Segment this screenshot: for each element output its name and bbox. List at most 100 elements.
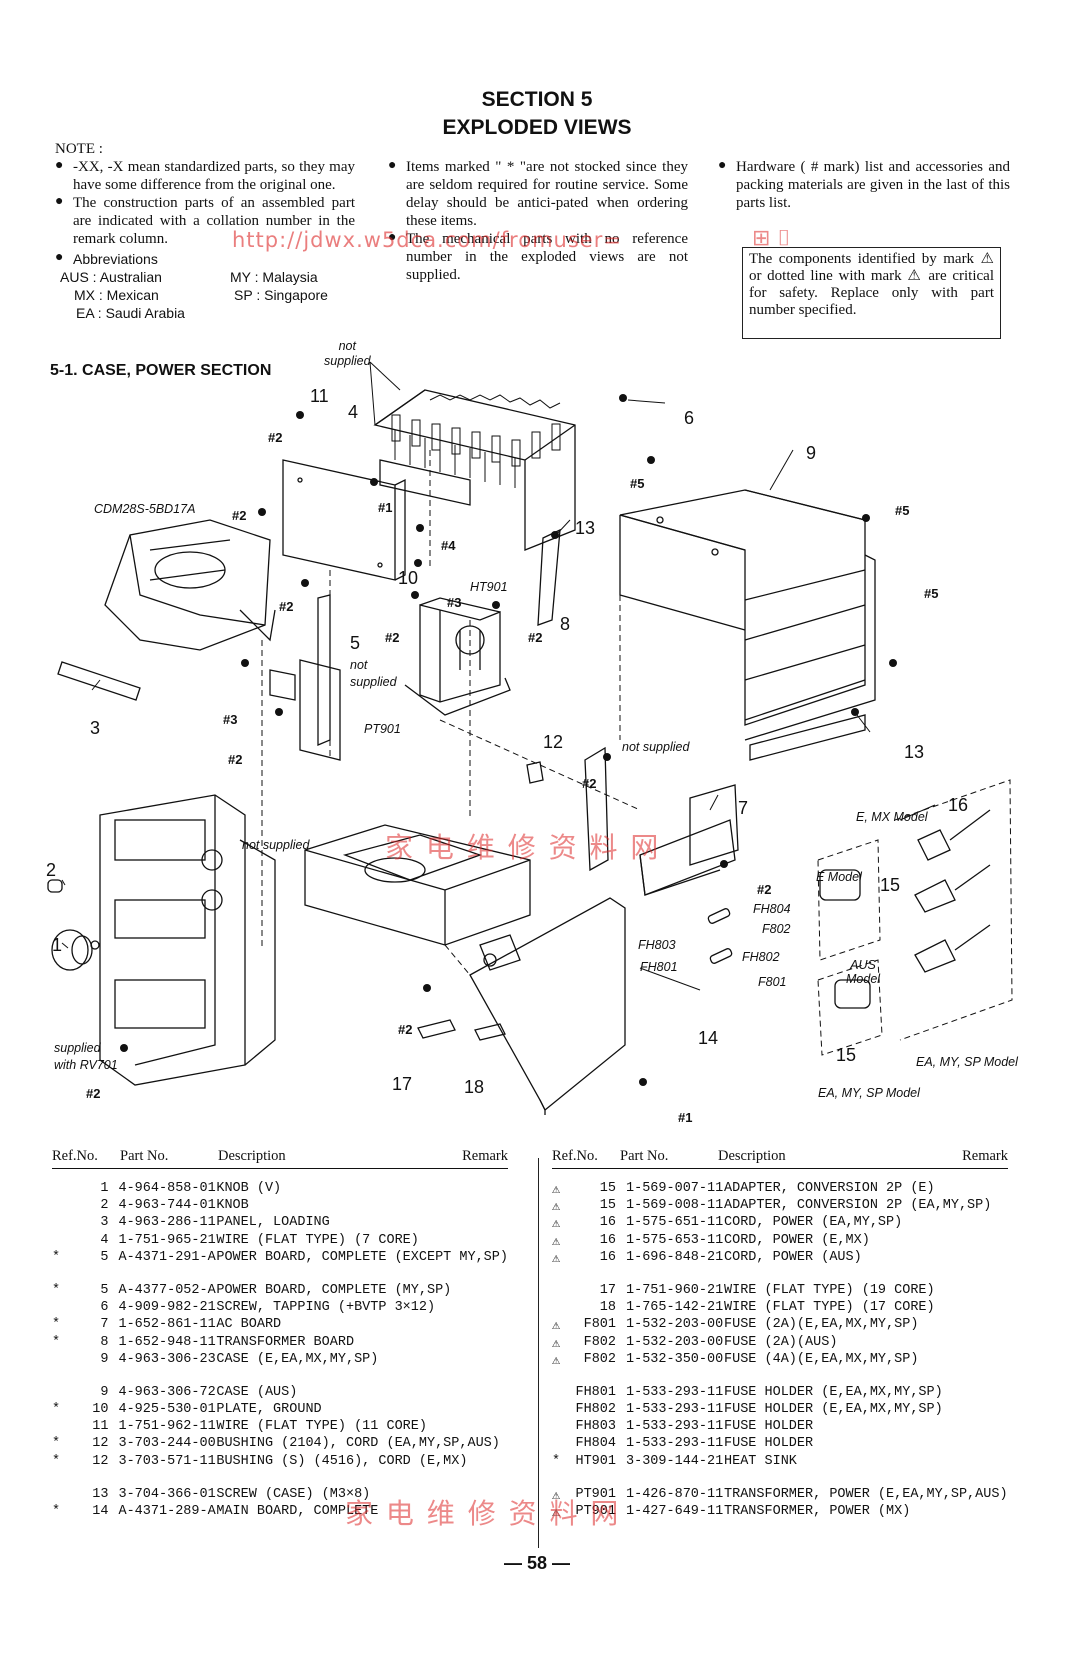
label-e-model: E Model	[816, 870, 862, 884]
row-mark	[52, 1352, 68, 1369]
row-part-number: 1-569-008-11	[626, 1198, 724, 1214]
knob-drawing	[51, 929, 100, 971]
url-watermark-glyphs: ⊞ ⌷	[752, 226, 791, 251]
row-mark	[52, 1198, 68, 1215]
gap-cell	[52, 1267, 508, 1283]
row-description: BUSHING (S) (4516), CORD (E,MX)	[216, 1453, 468, 1469]
callout-10: 10	[398, 568, 419, 588]
row-mark: ⚠	[552, 1200, 561, 1216]
screw-label-1: #1	[678, 1110, 693, 1125]
gap-cell	[52, 1369, 508, 1385]
row-part-number: 4-909-982-21	[118, 1300, 216, 1316]
row-description: FUSE (4A)(E,EA,MX,MY,SP)	[724, 1351, 919, 1367]
row-description: FUSE HOLDER (E,EA,MX,MY,SP)	[724, 1402, 943, 1418]
callout-13: 13	[575, 518, 596, 538]
row-mark	[552, 1402, 570, 1419]
row-part-number: 1-696-848-21	[626, 1249, 724, 1265]
label-e-mx-model: E, MX Model	[856, 810, 928, 824]
screw-label-5: #5	[924, 586, 939, 601]
table-gap	[52, 1369, 508, 1385]
row-mark	[52, 1419, 68, 1436]
note-item: ● -XX, -X mean standardized parts, so th…	[55, 158, 355, 194]
callout-9: 9	[806, 443, 817, 463]
screw-label-2: #2	[757, 882, 772, 897]
label-ea-my-sp-model-b: EA, MY, SP Model	[818, 1086, 920, 1100]
bullet-icon: ●	[718, 158, 727, 173]
screw-label-2: #2	[582, 776, 597, 791]
row-ref: FH803	[575, 1419, 616, 1435]
note-hardware: Hardware ( # mark) list and accessories …	[736, 159, 1010, 211]
label-ht901: HT901	[470, 580, 508, 594]
row-description: WIRE (FLAT TYPE) (17 CORE)	[724, 1300, 935, 1316]
row-mark	[52, 1233, 68, 1250]
note-item: ● Items marked " * "are not stocked sinc…	[388, 158, 688, 230]
row-part-number: 1-532-350-00	[626, 1351, 724, 1367]
row-part-number: 3-703-571-11	[118, 1453, 216, 1469]
row-ref: 16	[599, 1215, 616, 1231]
column-divider	[538, 1158, 539, 1548]
section-number: SECTION 5	[481, 88, 593, 111]
table-gap	[552, 1267, 1008, 1283]
row-mark: *	[52, 1436, 61, 1452]
row-description: FUSE HOLDER	[724, 1436, 814, 1452]
page-number: — 58 —	[503, 1553, 571, 1573]
gap-cell	[52, 1471, 508, 1487]
adapter-e-drawing	[819, 869, 861, 901]
row-mark: ⚠	[552, 1353, 561, 1369]
row-part-number: 4-963-744-01	[118, 1198, 216, 1214]
row-description: WIRE (FLAT TYPE) (19 CORE)	[724, 1282, 935, 1298]
row-ref: 7	[100, 1317, 109, 1333]
label-f802-a: F802	[762, 922, 791, 936]
row-ref: F801	[583, 1317, 616, 1333]
table-header: Ref.No. Part No. Description Remark	[52, 1148, 508, 1169]
row-part-number: 1-533-293-11	[626, 1436, 724, 1452]
chassis-drawing	[304, 824, 531, 946]
power-board-drawing	[282, 459, 471, 581]
subsection-title: 5-1. CASE, POWER SECTION	[50, 362, 272, 379]
header-part: Part No.	[620, 1148, 669, 1164]
row-part-number: 3-704-366-01	[118, 1486, 216, 1502]
row-description: PANEL, LOADING	[216, 1215, 330, 1231]
row-ref: 11	[92, 1419, 109, 1435]
bullet-icon: ●	[388, 230, 397, 245]
row-mark	[52, 1300, 68, 1317]
label-not-supplied-side: not supplied	[622, 740, 690, 754]
label-fh801: FH801	[640, 960, 678, 974]
transformer-board-drawing	[537, 528, 561, 626]
row-mark	[52, 1215, 68, 1232]
row-ref: 3	[100, 1215, 109, 1231]
screw-label-1: #1	[378, 500, 393, 515]
screw-label-5: #5	[630, 476, 645, 491]
row-description: POWER BOARD, COMPLETE (MY,SP)	[216, 1282, 452, 1298]
note-item: ● Abbreviations	[55, 250, 355, 268]
ac-board-drawing	[639, 784, 739, 896]
callout-7: 7	[738, 798, 749, 818]
callout-16: 16	[948, 795, 969, 815]
bullet-icon: ●	[55, 194, 64, 209]
row-part-number: 4-963-306-72	[118, 1384, 216, 1400]
row-part-number: 1-427-649-11	[626, 1504, 724, 1519]
row-ref: FH802	[575, 1402, 616, 1418]
label-fh802: FH802	[742, 950, 780, 964]
row-description: WIRE (FLAT TYPE) (11 CORE)	[216, 1419, 427, 1435]
row-ref: 4	[100, 1232, 109, 1248]
row-part-number: 1-751-960-21	[626, 1282, 724, 1298]
callout-15: 15	[880, 875, 901, 895]
